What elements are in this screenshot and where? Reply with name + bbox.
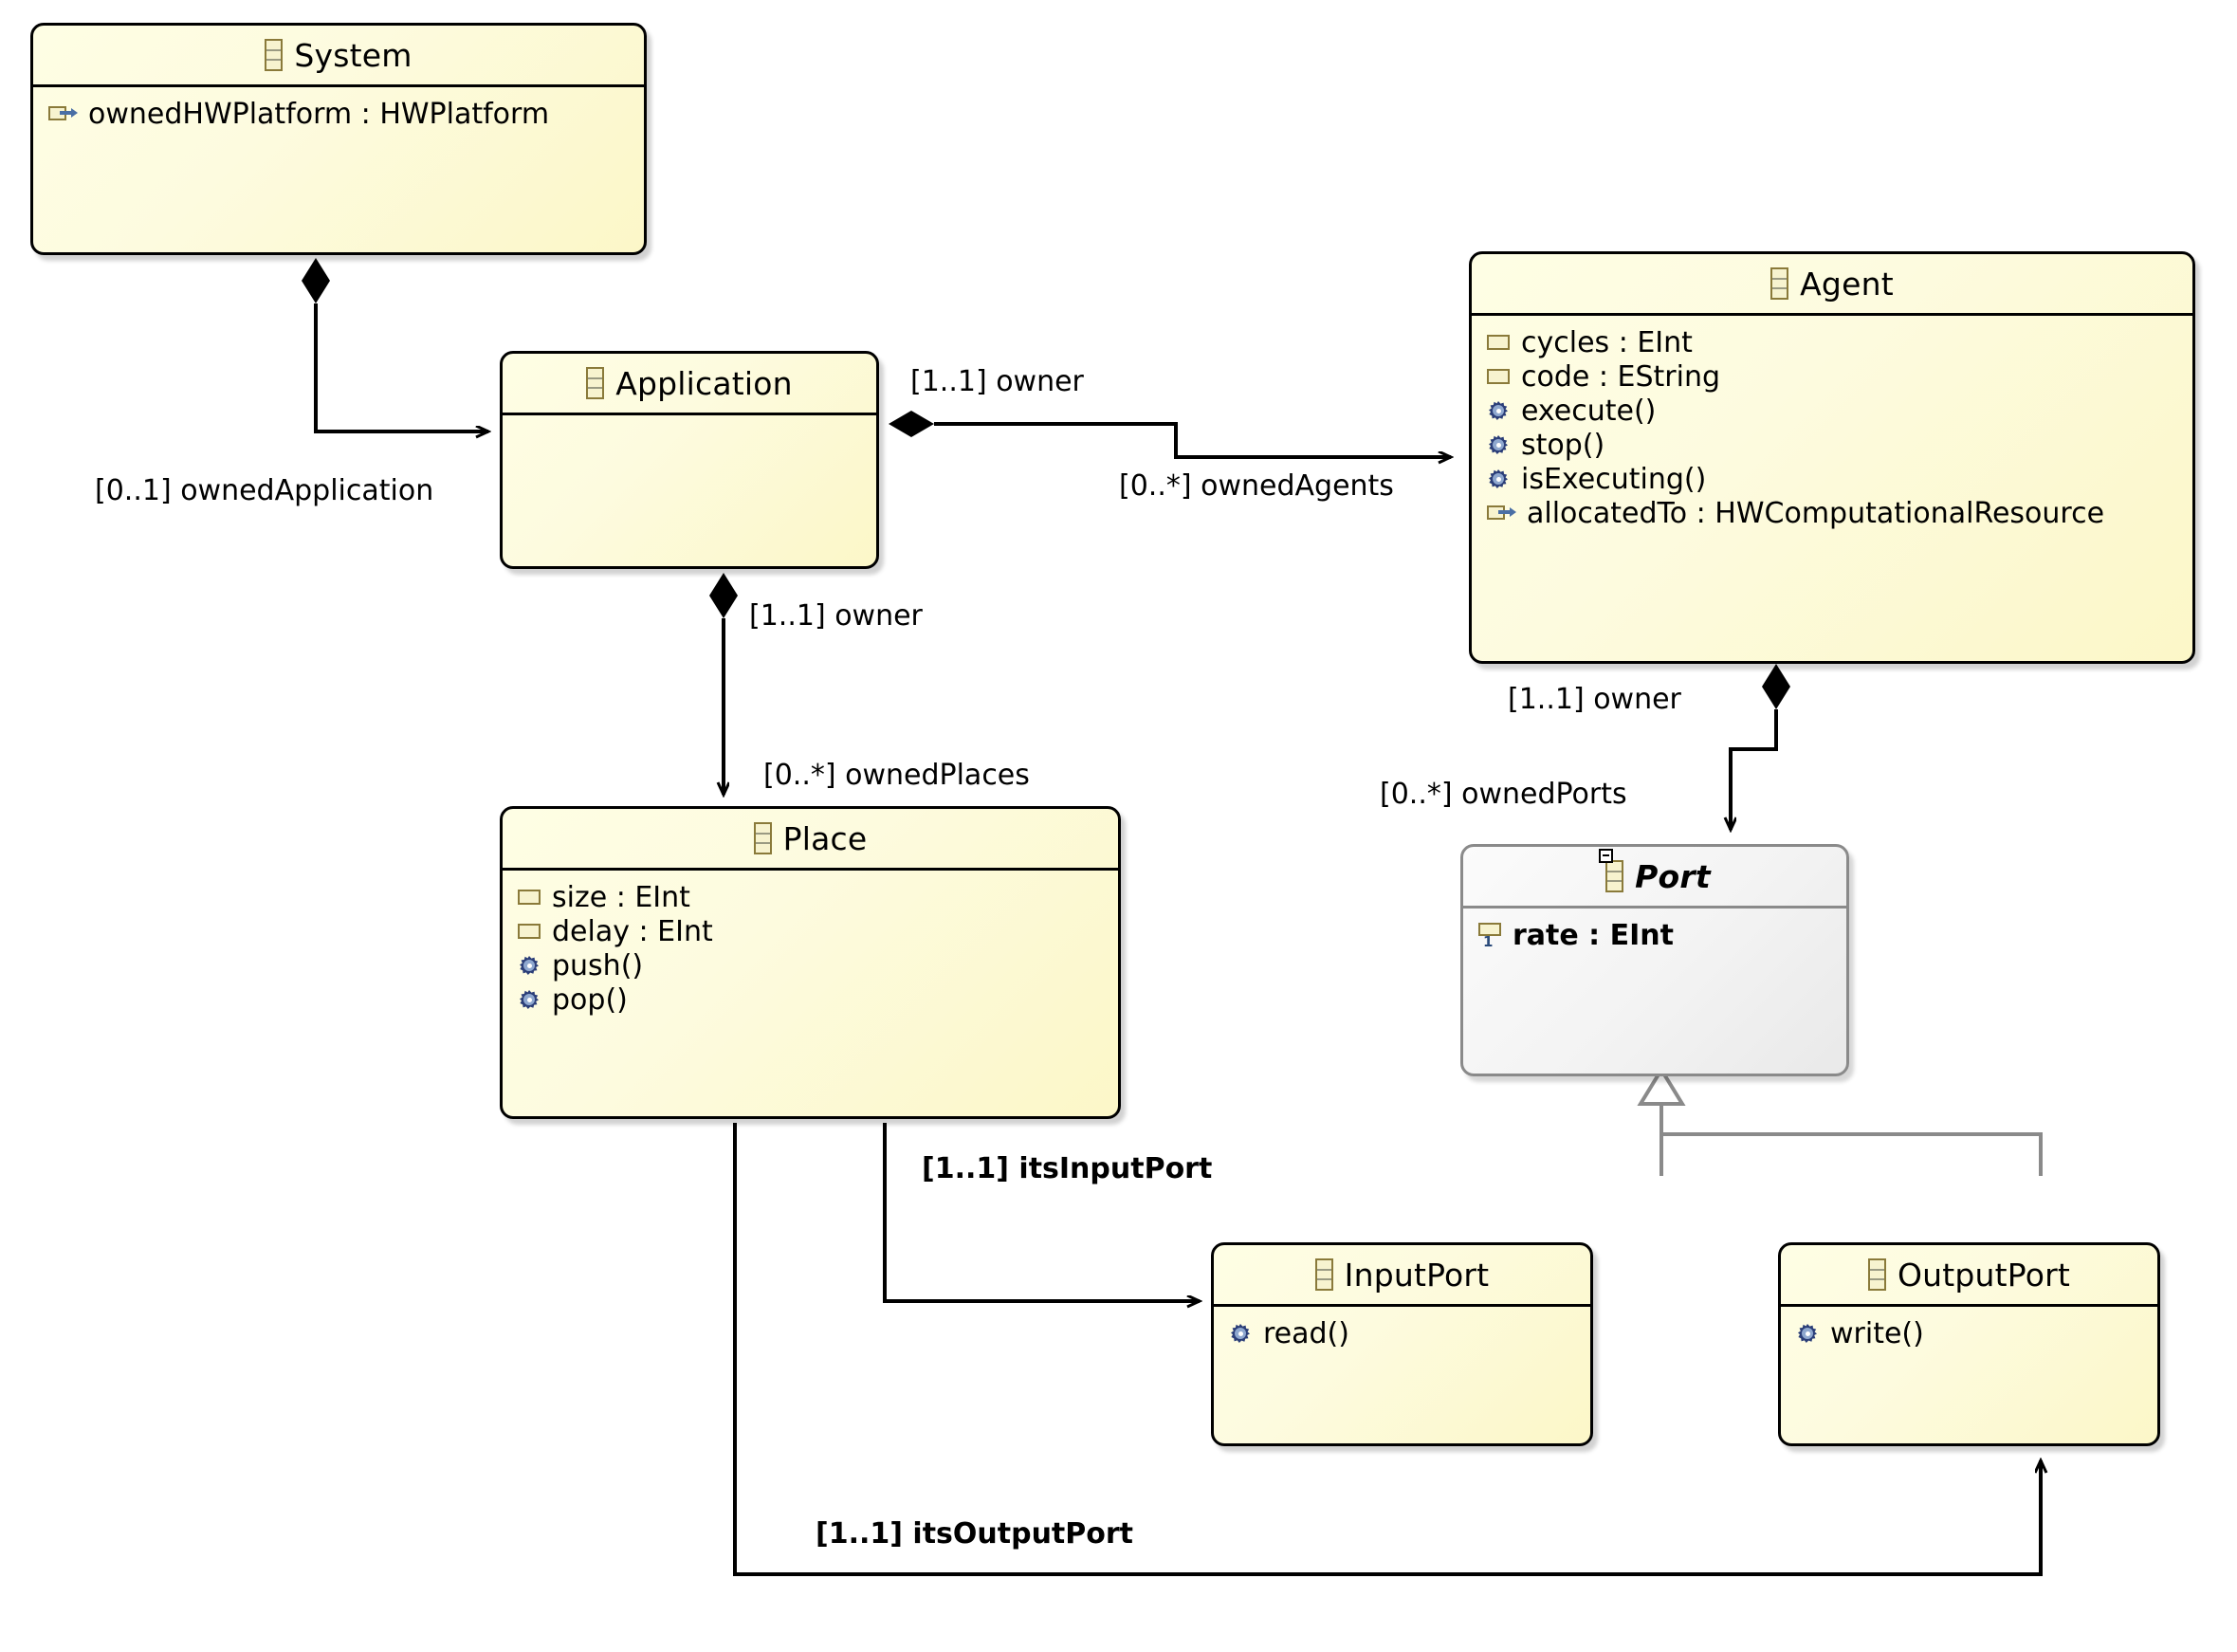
eclass-icon	[1605, 860, 1624, 892]
eclass-icon	[586, 367, 605, 399]
edge-system-ownedApplication	[302, 258, 488, 431]
class-member[interactable]: cycles : EInt	[1487, 325, 2192, 359]
edge-label-owner-place: [1..1] owner	[749, 599, 923, 633]
edge-label-owned-places: [0..*] ownedPlaces	[763, 759, 1030, 792]
class-box-application[interactable]: Application	[500, 351, 879, 569]
class-member[interactable]: stop()	[1487, 428, 2192, 462]
class-body-port: 1 rate : EInt	[1463, 909, 1846, 952]
edge-label-owned-agents: [0..*] ownedAgents	[1119, 469, 1394, 503]
edge-generalization-port	[1637, 1066, 2043, 1176]
class-member[interactable]: allocatedTo : HWComputationalResource	[1487, 496, 2192, 530]
class-header-port: Port	[1463, 847, 1846, 909]
eclass-icon	[1314, 1258, 1333, 1291]
eattribute-multiplicity-icon: 1	[1478, 923, 1501, 950]
edge-label-owned-ports: [0..*] ownedPorts	[1380, 778, 1627, 811]
class-member-label: write()	[1830, 1316, 1924, 1350]
class-header-agent: Agent	[1472, 254, 2192, 316]
edge-label-owned-application: [0..1] ownedApplication	[95, 474, 434, 507]
class-name-place: Place	[782, 819, 868, 857]
class-member[interactable]: read()	[1229, 1316, 1590, 1350]
eoperation-icon	[1229, 1322, 1252, 1345]
ereference-icon	[48, 105, 78, 122]
class-member[interactable]: execute()	[1487, 394, 2192, 428]
edge-label-owner-port: [1..1] owner	[1508, 683, 1681, 716]
eoperation-icon	[518, 954, 541, 977]
edge-label-owner-agent: [1..1] owner	[910, 365, 1084, 398]
class-box-outputport[interactable]: OutputPort write()	[1778, 1242, 2160, 1446]
class-member-label: delay : EInt	[552, 914, 713, 948]
class-member-label: code : EString	[1521, 359, 1721, 394]
class-member[interactable]: write()	[1796, 1316, 2157, 1350]
class-member-label: cycles : EInt	[1521, 325, 1693, 359]
eoperation-icon	[1796, 1322, 1819, 1345]
edge-application-ownedPlaces	[709, 573, 738, 795]
class-member-label: pop()	[552, 982, 628, 1017]
class-box-port[interactable]: Port 1 rate : EInt	[1460, 844, 1849, 1076]
class-name-outputport: OutputPort	[1897, 1256, 2071, 1294]
class-member[interactable]: size : EInt	[518, 880, 1118, 914]
class-body-application	[503, 415, 876, 425]
class-member-label: size : EInt	[552, 880, 690, 914]
eoperation-icon	[518, 988, 541, 1011]
class-header-place: Place	[503, 809, 1118, 871]
class-header-application: Application	[503, 354, 876, 415]
class-header-outputport: OutputPort	[1781, 1245, 2157, 1307]
class-member-label: stop()	[1521, 428, 1605, 462]
eattribute-icon	[518, 924, 541, 939]
eattribute-icon	[518, 890, 541, 905]
eoperation-icon	[1487, 433, 1510, 456]
class-member[interactable]: isExecuting()	[1487, 462, 2192, 496]
ereference-icon	[1487, 505, 1516, 522]
eclass-icon	[1770, 267, 1789, 300]
class-body-agent: cycles : EInt code : EString execute() s…	[1472, 316, 2192, 530]
class-body-system: ownedHWPlatform : HWPlatform	[33, 87, 644, 131]
class-name-inputport: InputPort	[1344, 1256, 1490, 1294]
edge-agent-ownedPorts	[1731, 664, 1790, 830]
class-member[interactable]: pop()	[518, 982, 1118, 1017]
class-box-agent[interactable]: Agent cycles : EInt code : EString execu…	[1469, 251, 2195, 664]
class-box-inputport[interactable]: InputPort read()	[1211, 1242, 1593, 1446]
class-member-label: push()	[552, 948, 644, 982]
edge-place-itsInputPort	[883, 1123, 1200, 1301]
class-member-label: isExecuting()	[1521, 462, 1707, 496]
class-member-label: allocatedTo : HWComputationalResource	[1527, 496, 2105, 530]
eclass-icon	[753, 822, 772, 854]
abstract-marker-icon	[1599, 849, 1614, 863]
edge-application-ownedAgents	[889, 411, 1451, 457]
class-member-label: rate : EInt	[1513, 918, 1674, 952]
class-member[interactable]: 1 rate : EInt	[1478, 918, 1846, 952]
edge-label-its-output-port: [1..1] itsOutputPort	[816, 1517, 1133, 1551]
eoperation-icon	[1487, 468, 1510, 490]
class-name-port: Port	[1635, 857, 1711, 895]
class-member-label: read()	[1263, 1316, 1349, 1350]
class-name-system: System	[294, 36, 413, 74]
class-body-place: size : EInt delay : EInt push() pop()	[503, 871, 1118, 1017]
class-member-label: ownedHWPlatform : HWPlatform	[88, 97, 550, 131]
class-member-label: execute()	[1521, 394, 1657, 428]
class-name-application: Application	[615, 364, 793, 402]
class-member[interactable]: code : EString	[1487, 359, 2192, 394]
class-body-inputport: read()	[1214, 1307, 1590, 1350]
eclass-icon	[265, 39, 284, 71]
class-name-agent: Agent	[1800, 265, 1894, 303]
class-header-inputport: InputPort	[1214, 1245, 1590, 1307]
class-box-system[interactable]: System ownedHWPlatform : HWPlatform	[30, 23, 647, 255]
class-body-outputport: write()	[1781, 1307, 2157, 1350]
class-member[interactable]: delay : EInt	[518, 914, 1118, 948]
eattribute-icon	[1487, 335, 1510, 350]
eattribute-icon	[1487, 369, 1510, 384]
class-header-system: System	[33, 26, 644, 87]
class-member[interactable]: ownedHWPlatform : HWPlatform	[48, 97, 644, 131]
class-box-place[interactable]: Place size : EInt delay : EInt push()	[500, 806, 1121, 1119]
class-member[interactable]: push()	[518, 948, 1118, 982]
edge-label-its-input-port: [1..1] itsInputPort	[922, 1152, 1213, 1185]
eclass-icon	[1867, 1258, 1886, 1291]
eoperation-icon	[1487, 399, 1510, 422]
